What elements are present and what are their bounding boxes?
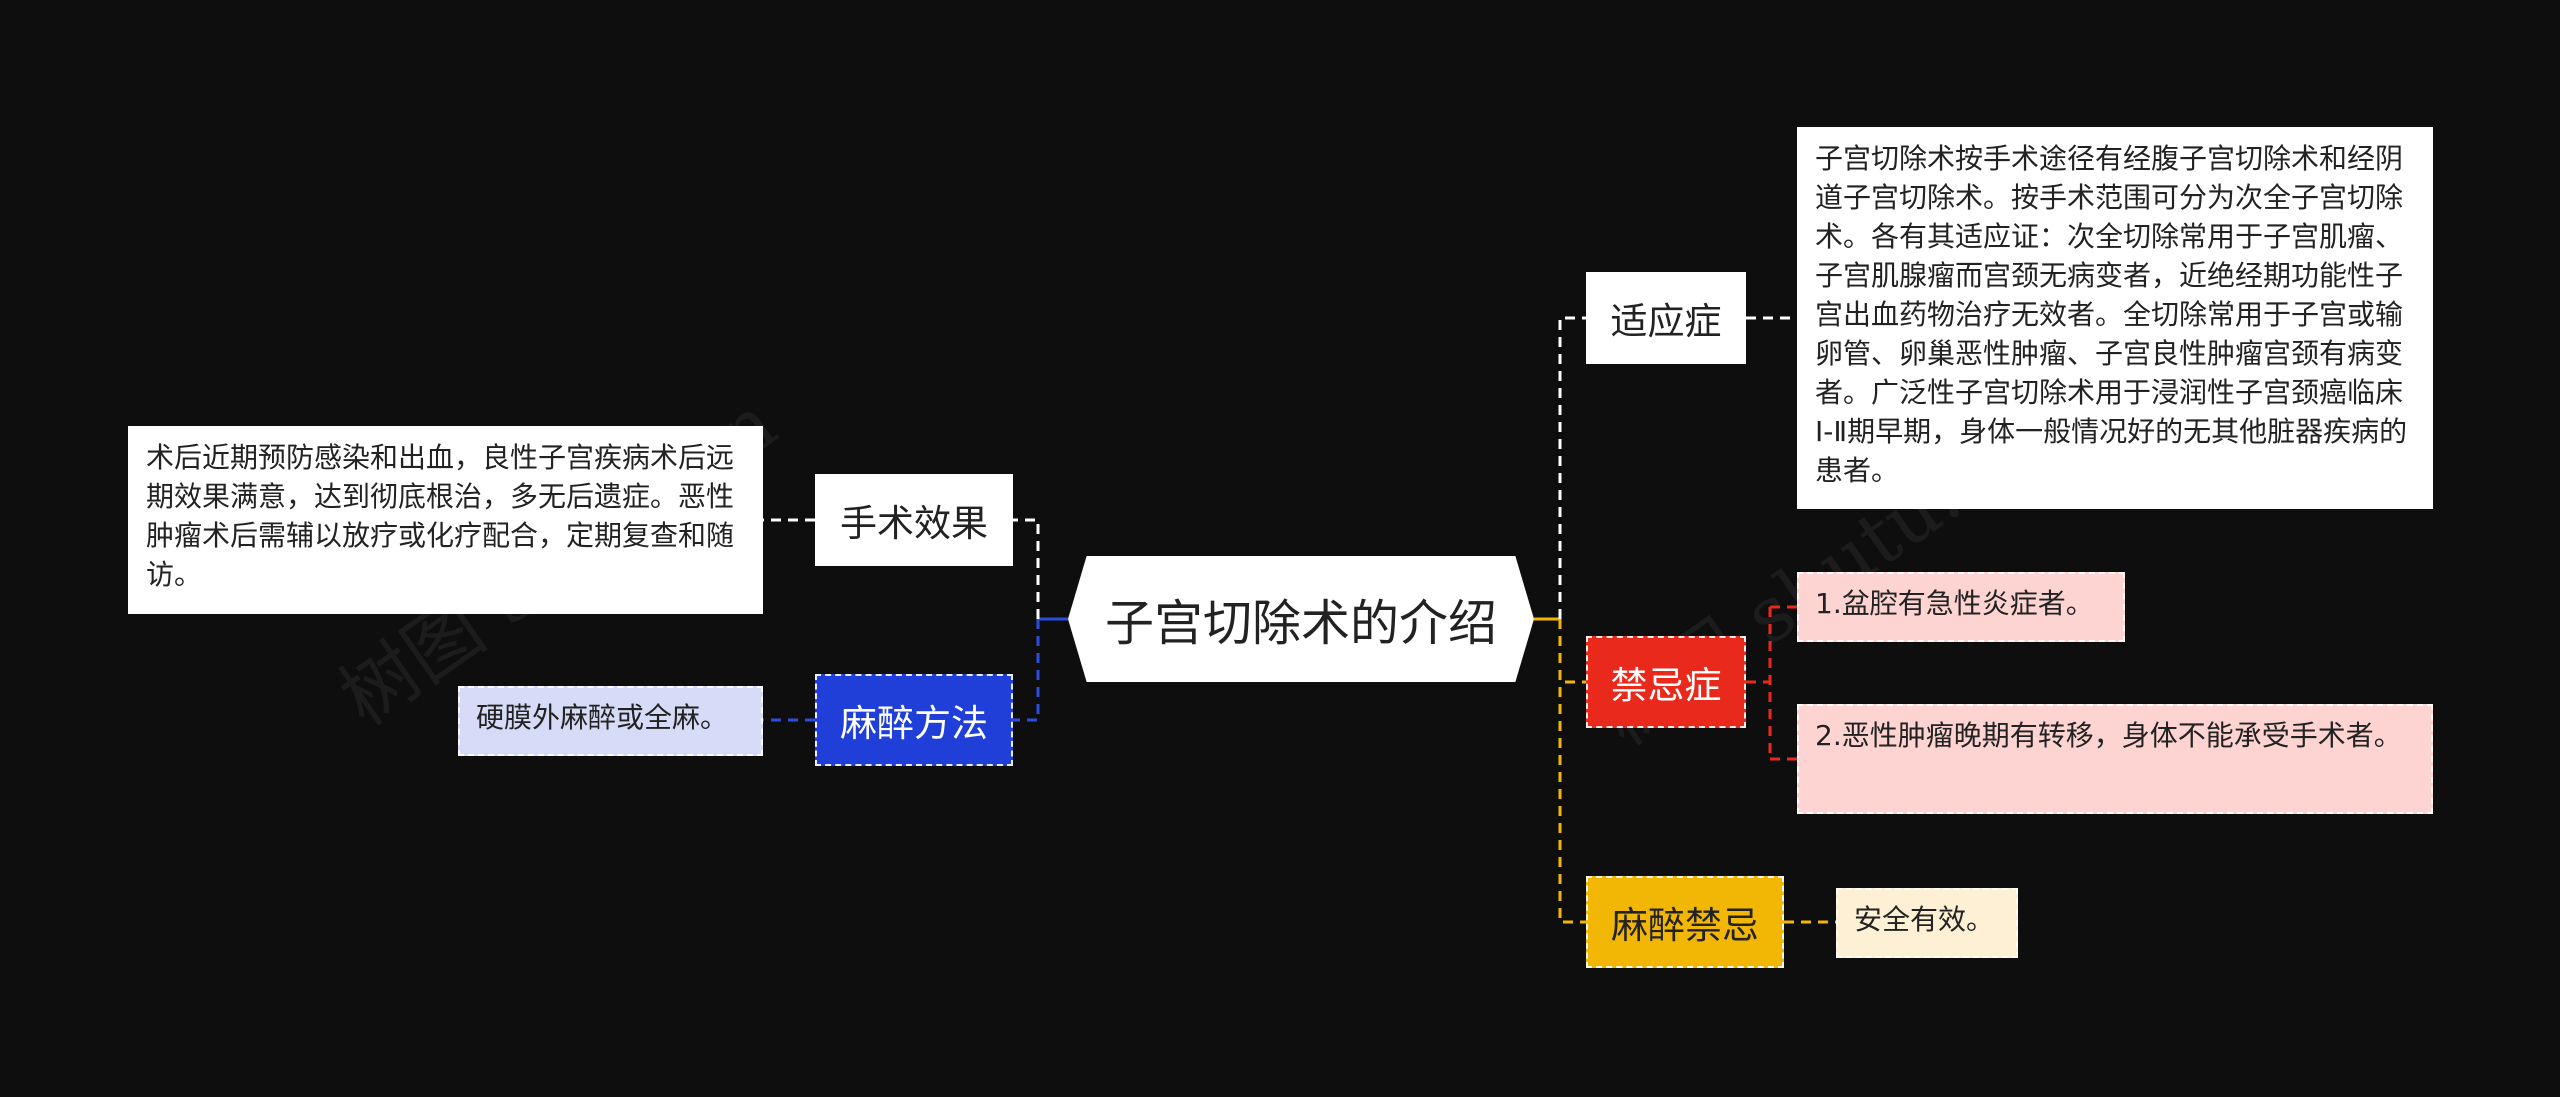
branch-contraindications[interactable]: 禁忌症 (1586, 636, 1746, 728)
leaf-surgery-effect-detail[interactable]: 术后近期预防感染和出血，良性子宫疾病术后远期效果满意，达到彻底根治，多无后遗症。… (128, 426, 763, 614)
line-to-indications (1558, 316, 1586, 619)
line-to-anesthesia-method (1013, 619, 1040, 722)
leaf-contraindication-1-text: 1.盆腔有急性炎症者。 (1815, 587, 2094, 620)
leaf-indications-text: 子宫切除术按手术途径有经腹子宫切除术和经阴道子宫切除术。按手术范围可分为次全子宫… (1815, 142, 2408, 487)
line-to-contraindications (1558, 619, 1586, 684)
leaf-anesthesia-method-text: 硬膜外麻醉或全麻。 (476, 701, 729, 734)
line-contra-fork (1746, 605, 1797, 761)
leaf-indications-detail[interactable]: 子宫切除术按手术途径有经腹子宫切除术和经阴道子宫切除术。按手术范围可分为次全子宫… (1797, 127, 2433, 509)
branch-anesthesia-method[interactable]: 麻醉方法 (815, 674, 1013, 766)
leaf-anesthesia-contraindications-detail[interactable]: 安全有效。 (1836, 888, 2018, 958)
leaf-surgery-effect-text: 术后近期预防感染和出血，良性子宫疾病术后远期效果满意，达到彻底根治，多无后遗症。… (146, 441, 735, 591)
branch-anesthesia-contraindications[interactable]: 麻醉禁忌 (1586, 876, 1784, 968)
branch-surgery-effect[interactable]: 手术效果 (815, 474, 1013, 566)
line-to-surgery-effect (1013, 518, 1040, 619)
central-topic-label: 子宫切除术的介绍 (1104, 594, 1497, 652)
branch-surgery-effect-label: 手术效果 (840, 502, 988, 545)
branch-indications[interactable]: 适应症 (1586, 272, 1746, 364)
branch-anesthesia-contraindications-label: 麻醉禁忌 (1611, 904, 1759, 947)
branch-contraindications-label: 禁忌症 (1610, 664, 1722, 707)
leaf-contraindication-2[interactable]: 2.恶性肿瘤晚期有转移，身体不能承受手术者。 (1797, 704, 2433, 814)
branch-anesthesia-method-label: 麻醉方法 (840, 702, 988, 745)
leaf-anesthesia-contraindications-text: 安全有效。 (1854, 903, 1995, 936)
leaf-contraindication-1[interactable]: 1.盆腔有急性炎症者。 (1797, 572, 2125, 642)
central-topic[interactable]: 子宫切除术的介绍 (1068, 556, 1534, 682)
line-to-anesthesia-contra (1558, 619, 1586, 924)
leaf-contraindication-2-text: 2.恶性肿瘤晚期有转移，身体不能承受手术者。 (1815, 719, 2402, 752)
branch-indications-label: 适应症 (1610, 300, 1722, 343)
leaf-anesthesia-method-detail[interactable]: 硬膜外麻醉或全麻。 (458, 686, 763, 756)
